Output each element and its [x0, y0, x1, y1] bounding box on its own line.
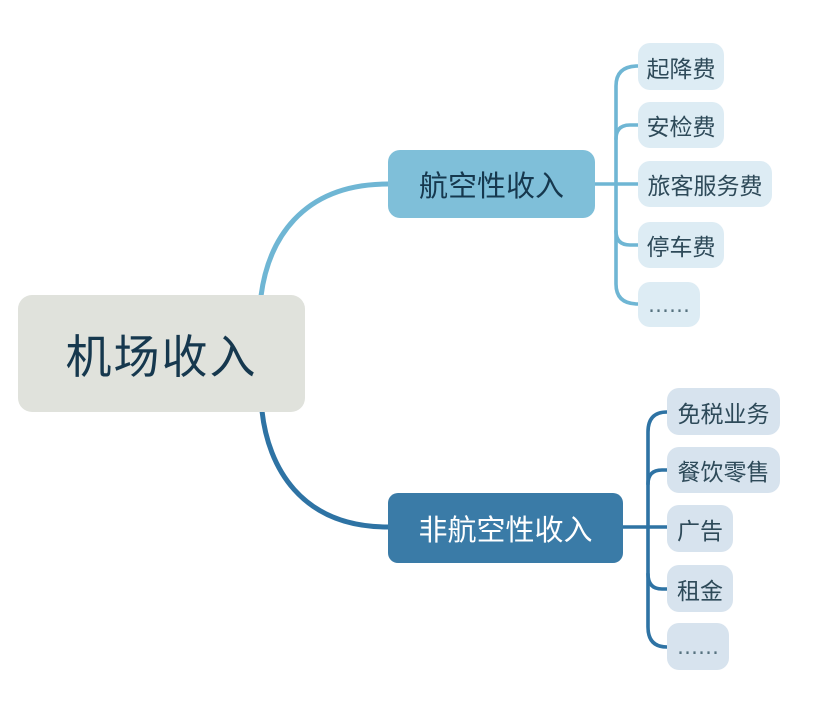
edge-nonaviation-trunk: [646, 410, 669, 649]
edge-aviation-trunk: [614, 64, 640, 306]
node-aviation-revenue: 航空性收入: [388, 150, 595, 218]
edge-root-to-nonaviation: [259, 408, 391, 530]
leaf-food-retail: 餐饮零售: [667, 447, 780, 493]
edge-nonaviation-leaf4: [646, 572, 669, 591]
leaf-rent: 租金: [667, 565, 733, 612]
leaf-security-check-fee: 安检费: [638, 102, 724, 148]
edge-root-to-aviation: [258, 181, 391, 299]
node-airport-revenue: 机场收入: [18, 295, 305, 412]
leaf-aviation-ellipsis: ……: [638, 282, 700, 327]
edge-aviation-leaf2: [614, 123, 640, 141]
edge-nonaviation-leaf2: [646, 468, 669, 486]
leaf-advertising: 广告: [667, 505, 733, 552]
node-nonaviation-revenue: 非航空性收入: [388, 493, 623, 563]
edge-aviation-leaf4: [614, 229, 640, 247]
leaf-nonaviation-ellipsis: ……: [667, 623, 729, 670]
leaf-landing-takeoff-fee: 起降费: [638, 43, 724, 90]
leaf-duty-free-business: 免税业务: [667, 388, 780, 435]
leaf-passenger-service-fee: 旅客服务费: [638, 161, 772, 207]
leaf-parking-fee: 停车费: [638, 222, 724, 268]
